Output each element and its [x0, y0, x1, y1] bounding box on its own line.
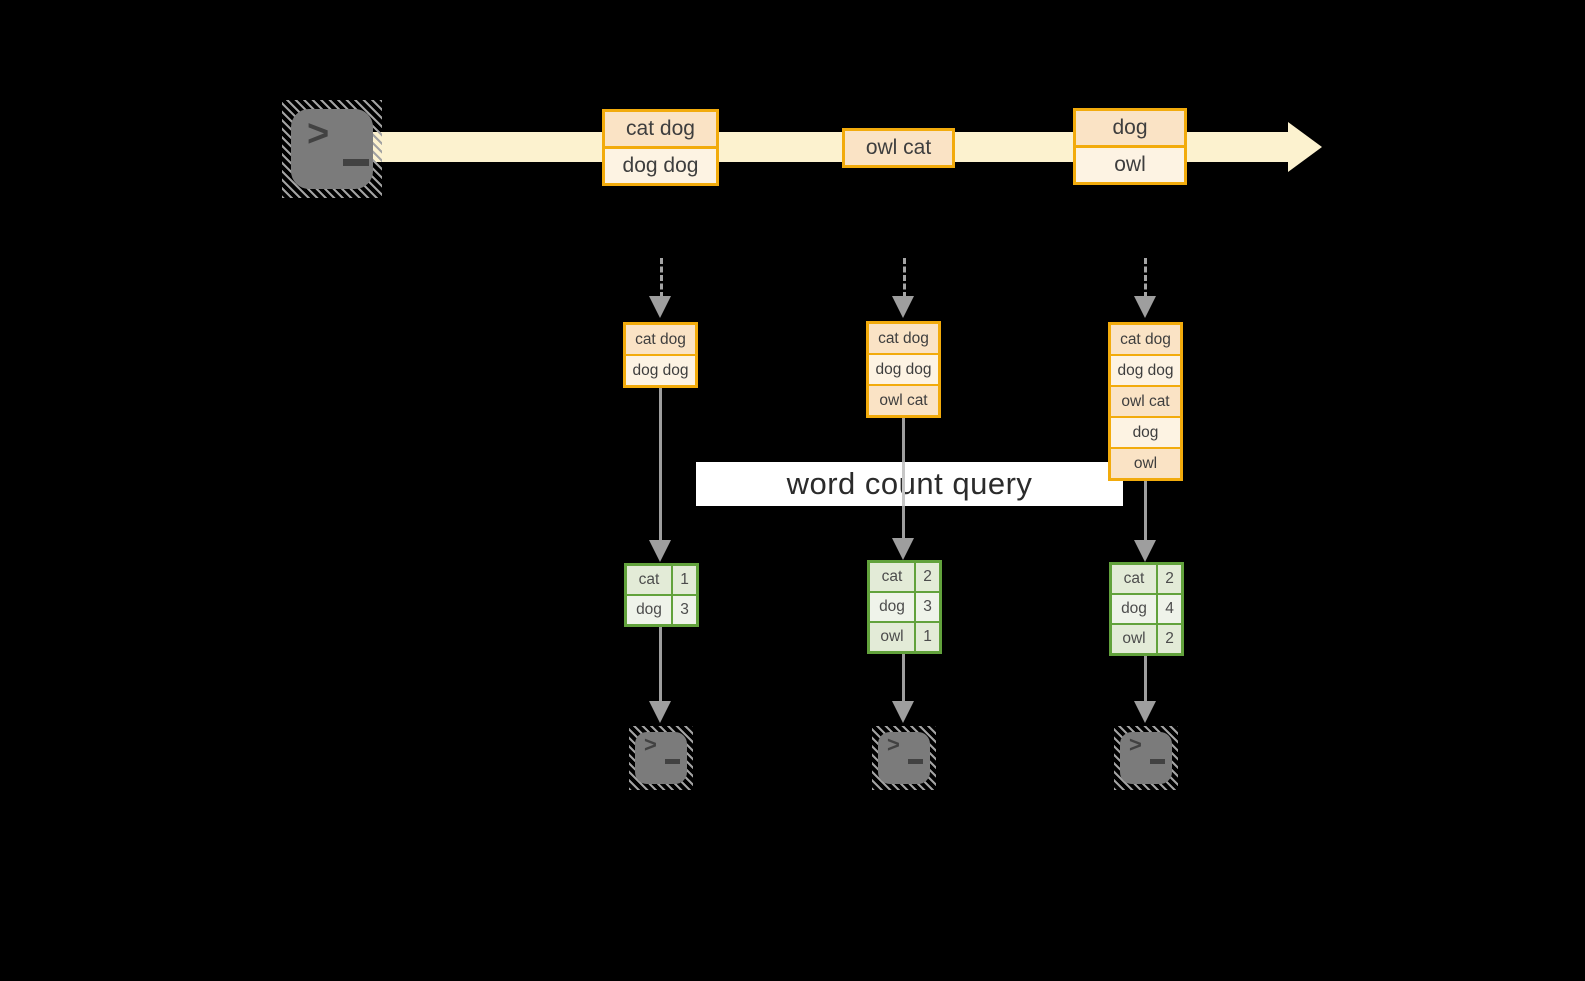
- word-count-table-3: cat 2 dog 4 owl 2: [1109, 562, 1184, 656]
- table-row: dog 3: [870, 593, 939, 621]
- count-cell: 3: [916, 593, 939, 621]
- stream-batch-line: dog dog: [605, 149, 716, 183]
- count-cell: 4: [1158, 595, 1181, 623]
- dashed-arrow-line: [660, 258, 663, 298]
- terminal-screen: >: [635, 732, 687, 784]
- sink-terminal-icon: >: [1114, 726, 1178, 790]
- table-row: owl 2: [1112, 625, 1181, 653]
- terminal-screen: >: [878, 732, 930, 784]
- dashed-arrow-head-icon: [1134, 296, 1156, 318]
- dashed-arrow-head-icon: [892, 296, 914, 318]
- dashed-arrow-line: [1144, 258, 1147, 298]
- count-cell: 1: [673, 566, 696, 594]
- stack-line: dog dog: [869, 355, 938, 384]
- stack-line: cat dog: [626, 325, 695, 354]
- stack-line: dog dog: [1111, 356, 1180, 385]
- query-label-band: word count query: [696, 462, 1123, 506]
- input-stack-3: cat dog dog dog owl cat dog owl: [1108, 322, 1183, 481]
- count-cell: 2: [916, 563, 939, 591]
- query-arrow-head-icon: [649, 540, 671, 562]
- word-cell: dog: [627, 596, 671, 624]
- word-cell: dog: [1112, 595, 1156, 623]
- query-arrow-line: [1144, 481, 1147, 540]
- stack-line: cat dog: [1111, 325, 1180, 354]
- stack-line: dog dog: [626, 356, 695, 385]
- query-arrow-line: [659, 388, 662, 540]
- word-count-table-1: cat 1 dog 3: [624, 563, 699, 627]
- query-arrow-head-icon: [1134, 540, 1156, 562]
- table-row: dog 3: [627, 596, 696, 624]
- terminal-screen: >: [1120, 732, 1172, 784]
- prompt-icon: >: [644, 732, 657, 757]
- prompt-icon: >: [307, 113, 330, 155]
- count-cell: 2: [1158, 565, 1181, 593]
- output-arrow-line: [902, 654, 905, 703]
- query-arrow-head-icon: [892, 538, 914, 560]
- table-row: cat 2: [1112, 565, 1181, 593]
- stream-batch-1: cat dog dog dog: [602, 109, 719, 186]
- source-terminal-icon: >: [282, 100, 382, 198]
- dashed-arrow-line: [903, 258, 906, 298]
- prompt-icon: >: [1129, 732, 1142, 757]
- sink-terminal-icon: >: [629, 726, 693, 790]
- word-cell: owl: [870, 623, 914, 651]
- input-stack-2: cat dog dog dog owl cat: [866, 321, 941, 418]
- output-arrow-line: [1144, 656, 1147, 703]
- output-arrow-head-icon: [1134, 701, 1156, 723]
- stack-line: cat dog: [869, 324, 938, 353]
- count-cell: 3: [673, 596, 696, 624]
- stream-batch-line: owl cat: [845, 131, 952, 165]
- stack-line: dog: [1111, 418, 1180, 447]
- word-cell: cat: [627, 566, 671, 594]
- stream-batch-2: owl cat: [842, 128, 955, 168]
- cursor-icon: [343, 159, 369, 166]
- sink-terminal-icon: >: [872, 726, 936, 790]
- stream-batch-3: dog owl: [1073, 108, 1187, 185]
- word-cell: cat: [870, 563, 914, 591]
- stack-line: owl cat: [869, 386, 938, 415]
- cursor-icon: [665, 759, 680, 764]
- terminal-screen: >: [291, 109, 373, 189]
- cursor-icon: [908, 759, 923, 764]
- word-cell: dog: [870, 593, 914, 621]
- stack-line: owl: [1111, 449, 1180, 478]
- output-arrow-line: [659, 627, 662, 703]
- query-label: word count query: [786, 466, 1033, 501]
- word-cell: owl: [1112, 625, 1156, 653]
- stream-arrow-head-icon: [1288, 122, 1322, 172]
- table-row: owl 1: [870, 623, 939, 651]
- table-row: cat 1: [627, 566, 696, 594]
- word-count-table-2: cat 2 dog 3 owl 1: [867, 560, 942, 654]
- dashed-arrow-head-icon: [649, 296, 671, 318]
- query-arrow-line-through-label: [902, 462, 905, 506]
- prompt-icon: >: [887, 732, 900, 757]
- count-cell: 1: [916, 623, 939, 651]
- table-row: cat 2: [870, 563, 939, 591]
- count-cell: 2: [1158, 625, 1181, 653]
- input-stack-1: cat dog dog dog: [623, 322, 698, 388]
- stack-line: owl cat: [1111, 387, 1180, 416]
- word-cell: cat: [1112, 565, 1156, 593]
- stream-batch-line: cat dog: [605, 112, 716, 146]
- stream-batch-line: dog: [1076, 111, 1184, 145]
- table-row: dog 4: [1112, 595, 1181, 623]
- cursor-icon: [1150, 759, 1165, 764]
- output-arrow-head-icon: [649, 701, 671, 723]
- stream-batch-line: owl: [1076, 148, 1184, 182]
- output-arrow-head-icon: [892, 701, 914, 723]
